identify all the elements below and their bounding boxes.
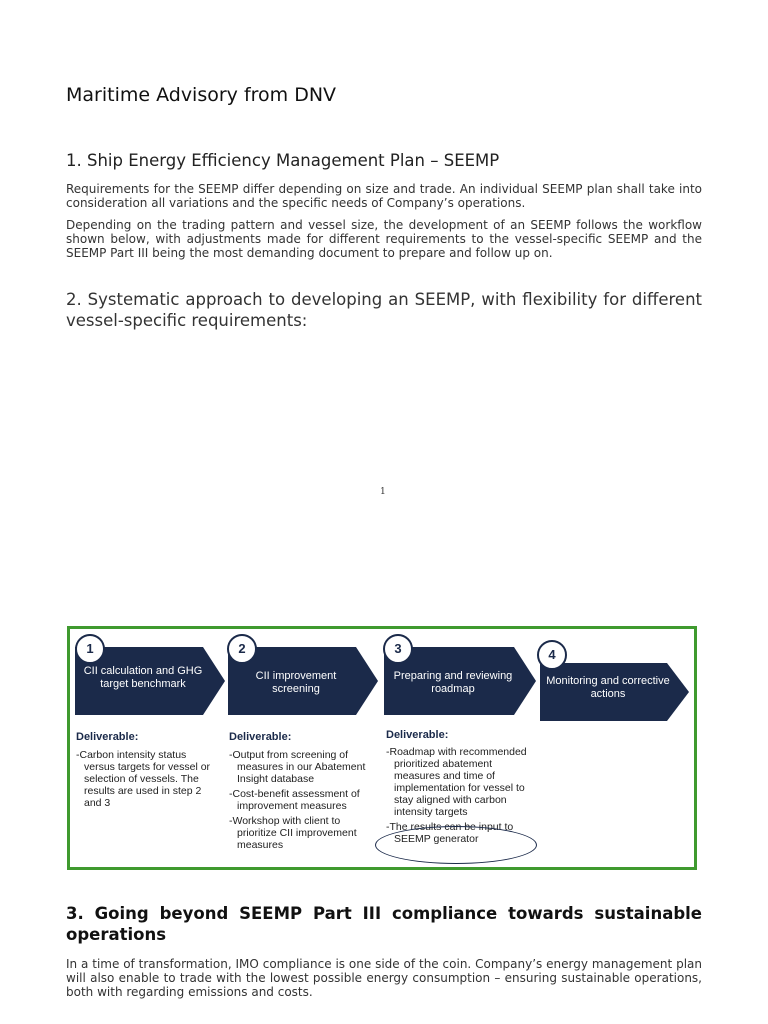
deliverable-2-item: -Workshop with client to prioritize CII … <box>229 815 357 851</box>
step-3-chevron <box>384 647 536 715</box>
section-1-heading: 1. Ship Energy Efficiency Management Pla… <box>66 151 500 170</box>
deliverable-2-list: -Output from screening of measures in ou… <box>229 749 379 854</box>
step-2-label: CII improvement screening <box>255 670 337 695</box>
step-4-number: 4 <box>537 640 567 670</box>
section-3-heading: 3. Going beyond SEEMP Part III complianc… <box>66 904 702 944</box>
step-1-chevron <box>75 647 225 715</box>
deliverable-3-heading: Deliverable: <box>386 729 449 741</box>
section-1-paragraph-1: Requirements for the SEEMP differ depend… <box>66 182 702 210</box>
workflow-diagram: CII calculation and GHG target benchmark… <box>67 626 697 870</box>
step-2-chevron <box>228 647 378 715</box>
document-title: Maritime Advisory from DNV <box>66 84 337 106</box>
section-3-paragraph: In a time of transformation, IMO complia… <box>66 957 702 999</box>
step-3-number: 3 <box>383 634 413 664</box>
section-2-heading: 2. Systematic approach to developing an … <box>66 290 702 330</box>
step-1-number: 1 <box>75 634 105 664</box>
deliverable-1-list: -Carbon intensity status versus targets … <box>76 749 216 812</box>
deliverable-2-item: -Output from screening of measures in ou… <box>229 749 366 785</box>
highlight-oval <box>375 826 537 864</box>
step-1-label: CII calculation and GHG target benchmark <box>83 665 203 690</box>
step-3-label: Preparing and reviewing roadmap <box>393 670 513 695</box>
deliverable-1-heading: Deliverable: <box>76 731 139 743</box>
deliverable-1-item: -Carbon intensity status versus targets … <box>76 749 211 809</box>
step-2-number: 2 <box>227 634 257 664</box>
deliverable-2-item: -Cost-benefit assessment of improvement … <box>229 788 360 812</box>
deliverable-3-item: -Roadmap with recommended prioritized ab… <box>386 746 527 818</box>
page-number: 1 <box>380 487 386 497</box>
step-4-label: Monitoring and corrective actions <box>546 675 670 700</box>
step-4-chevron <box>540 663 689 721</box>
deliverable-2-heading: Deliverable: <box>229 731 292 743</box>
section-1-paragraph-2: Depending on the trading pattern and ves… <box>66 218 702 260</box>
